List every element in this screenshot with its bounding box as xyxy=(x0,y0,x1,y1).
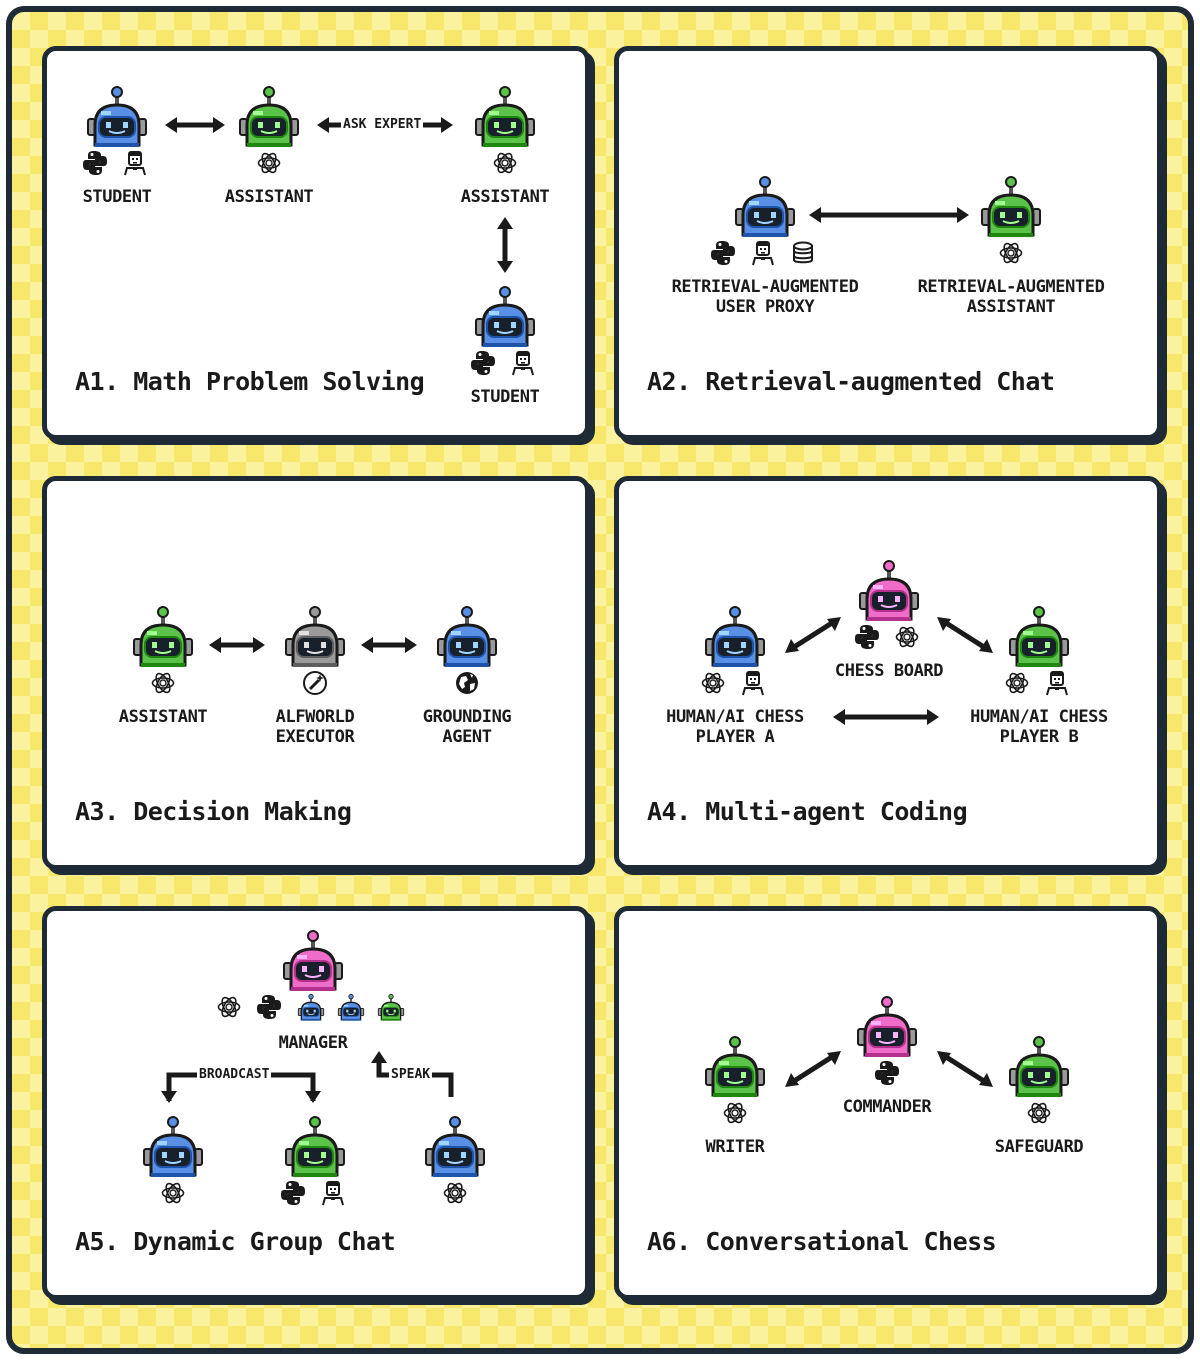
panel-a1-math-problem-solving: STUDENT ASSISTANT ASK EXPERT ASSISTANT S… xyxy=(42,46,590,440)
double-arrow-diagonal xyxy=(937,1051,993,1087)
globe-icon xyxy=(453,669,481,697)
robot-green xyxy=(283,1115,347,1181)
double-arrow-diagonal xyxy=(785,1051,841,1087)
openai-icon xyxy=(159,1179,187,1207)
label-student: STUDENT xyxy=(470,387,540,407)
openai-icon xyxy=(1025,1099,1053,1127)
ask-expert-label: ASK EXPERT xyxy=(341,117,424,132)
openai-icon xyxy=(491,149,519,177)
human-icon xyxy=(121,149,149,177)
robot-blue xyxy=(423,1115,487,1181)
robot-pink xyxy=(281,929,345,995)
robot-blue xyxy=(733,175,797,241)
python-icon xyxy=(279,1179,307,1207)
python-icon xyxy=(709,239,737,267)
robot-blue xyxy=(703,605,767,671)
double-arrow xyxy=(165,117,225,133)
robot-green xyxy=(1007,605,1071,671)
robot-green xyxy=(979,175,1043,241)
robot-green xyxy=(131,605,195,671)
python-icon xyxy=(469,349,497,377)
label-safeguard: SAFEGUARD xyxy=(994,1137,1084,1157)
python-icon xyxy=(81,149,109,177)
double-arrow xyxy=(361,637,417,653)
robot-green xyxy=(237,85,301,151)
label-assistant: ASSISTANT xyxy=(118,707,208,727)
double-arrow xyxy=(833,709,939,725)
openai-icon xyxy=(893,623,921,651)
robot-blue xyxy=(435,605,499,671)
panel-a6-conversational-chess: COMMANDER WRITER SAFEGUARD A6. Conversat… xyxy=(614,906,1162,1300)
openai-icon xyxy=(255,149,283,177)
database-icon xyxy=(789,239,817,267)
label-commander: COMMANDER xyxy=(842,1097,932,1117)
double-arrow-diagonal xyxy=(785,617,841,653)
openai-icon xyxy=(149,669,177,697)
panel-title: A2. Retrieval-augmented Chat xyxy=(647,367,1055,396)
robot-blue xyxy=(141,1115,205,1181)
label-manager: MANAGER xyxy=(278,1033,348,1053)
openai-icon xyxy=(721,1099,749,1127)
panel-title: A3. Decision Making xyxy=(75,797,352,826)
human-icon xyxy=(1043,669,1071,697)
human-icon xyxy=(739,669,767,697)
human-icon xyxy=(749,239,777,267)
human-icon xyxy=(509,349,537,377)
panel-title: A6. Conversational Chess xyxy=(647,1227,997,1256)
robot-green xyxy=(1007,1035,1071,1101)
openai-icon xyxy=(997,239,1025,267)
human-icon xyxy=(319,1179,347,1207)
python-icon xyxy=(853,623,881,651)
robot-gray xyxy=(283,605,347,671)
wand-icon xyxy=(301,669,329,697)
double-arrow xyxy=(809,207,969,223)
double-arrow-vertical xyxy=(497,217,513,273)
openai-icon xyxy=(441,1179,469,1207)
label-writer: WRITER xyxy=(705,1137,765,1157)
openai-icon xyxy=(215,993,243,1021)
openai-icon xyxy=(1003,669,1031,697)
robot-blue-mini xyxy=(337,993,365,1023)
robot-blue xyxy=(85,85,149,151)
robot-green-mini xyxy=(377,993,405,1023)
label-assistant: ASSISTANT xyxy=(224,187,314,207)
speak-label: SPEAK xyxy=(389,1067,433,1082)
label-chess-board: CHESS BOARD xyxy=(834,661,944,681)
python-icon xyxy=(255,993,283,1021)
robot-green xyxy=(703,1035,767,1101)
robot-pink xyxy=(855,995,919,1061)
openai-icon xyxy=(699,669,727,697)
python-icon xyxy=(873,1059,901,1087)
broadcast-label: BROADCAST xyxy=(197,1067,272,1082)
robot-blue-mini xyxy=(297,993,325,1023)
panel-title: A4. Multi-agent Coding xyxy=(647,797,968,826)
panel-a5-dynamic-group-chat: MANAGER BROADCAST SPEAK A5. Dynamic Grou… xyxy=(42,906,590,1300)
robot-pink xyxy=(857,559,921,625)
robot-green xyxy=(473,85,537,151)
label-assistant: ASSISTANT xyxy=(460,187,550,207)
double-arrow-diagonal xyxy=(937,617,993,653)
label-student: STUDENT xyxy=(82,187,152,207)
double-arrow xyxy=(209,637,265,653)
robot-blue xyxy=(473,285,537,351)
panel-title: A1. Math Problem Solving xyxy=(75,367,425,396)
panel-title: A5. Dynamic Group Chat xyxy=(75,1227,396,1256)
